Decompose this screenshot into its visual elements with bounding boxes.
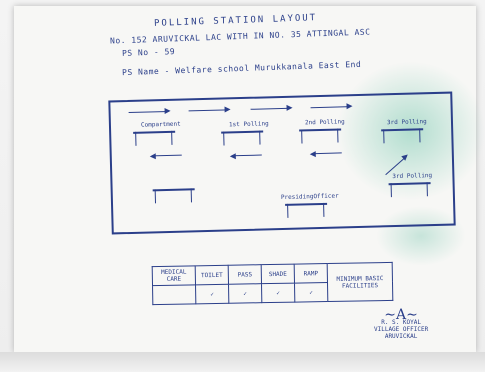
cell-tick: ✓ (294, 282, 328, 303)
cell-tick: ✓ (195, 284, 229, 304)
first-polling-desk (221, 130, 264, 146)
cell-tick: ✓ (261, 283, 295, 303)
ps-number: PS No - 59 (121, 47, 176, 58)
flow-arrow (151, 154, 182, 157)
officer-title: VILLAGE OFFICER (374, 326, 429, 333)
compartment-desk (133, 130, 176, 146)
photo-edge (0, 352, 485, 372)
stain (336, 61, 485, 201)
lac-line: No. 152 ARUVICKAL LAC WITH IN NO. 35 ATT… (109, 27, 371, 46)
cell (152, 284, 196, 305)
layout-title: POLLING STATION LAYOUT (153, 13, 318, 29)
flow-arrow (250, 107, 291, 110)
stain (376, 206, 466, 266)
table-row: MEDICAL CARE TOILET PASS SHADE RAMP MINI… (152, 262, 393, 302)
flow-arrow (311, 152, 342, 155)
flow-arrow (231, 154, 262, 157)
label-polling: 3rd Polling (392, 172, 433, 181)
officer-name: R. S. KOYAL (381, 319, 421, 326)
flow-arrow (128, 110, 169, 113)
label-third-polling: 3rd Polling (386, 118, 427, 127)
header-shade: SHADE (261, 264, 295, 284)
ps-name: PS Name - Welfare school Murukkanala Eas… (121, 59, 362, 78)
header-pass: PASS (228, 264, 262, 285)
officer-place: ARUVICKAL (384, 333, 418, 340)
label-second-polling: 2nd Polling (304, 118, 345, 127)
cell-tick: ✓ (228, 283, 262, 304)
flow-arrow (188, 109, 229, 112)
label-presiding: PresidingOfficer (280, 192, 339, 202)
second-polling-desk (299, 128, 342, 144)
signature-block: ∼A∼ R. S. KOYAL VILLAGE OFFICER ARUVICKA… (374, 307, 429, 340)
facilities-table: MEDICAL CARE TOILET PASS SHADE RAMP MINI… (152, 262, 394, 305)
third-polling-desk (381, 128, 424, 144)
label-compartment: Compartment (140, 120, 181, 129)
label-first-polling: 1st Polling (228, 120, 269, 129)
header-toilet: TOILET (195, 265, 229, 285)
presiding-officer-desk (285, 202, 328, 218)
room-outline: Compartment 1st Polling 2nd Polling 3rd … (108, 91, 456, 235)
polling-desk (388, 182, 431, 198)
header-min-facilities: MINIMUM BASIC FACILITIES (327, 262, 393, 302)
header-ramp: RAMP (294, 263, 328, 284)
paper-sheet: POLLING STATION LAYOUT No. 152 ARUVICKAL… (14, 6, 485, 352)
signature-scribble: ∼A∼ (384, 307, 418, 323)
header-medical: MEDICAL CARE (152, 265, 196, 286)
desk (152, 188, 195, 204)
flow-arrow (310, 106, 351, 109)
